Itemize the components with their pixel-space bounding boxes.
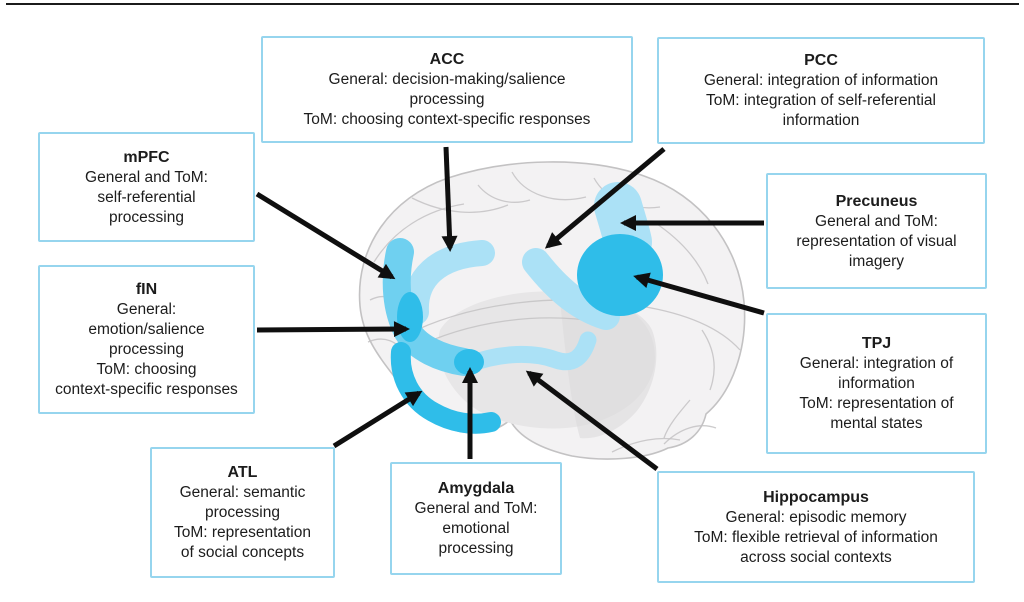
arrows bbox=[255, 146, 765, 471]
arrow-pcc bbox=[544, 147, 666, 249]
cerebellum-line bbox=[611, 437, 681, 453]
brain-sulci bbox=[373, 203, 465, 263]
region-fin-highlight bbox=[397, 292, 423, 342]
brain-sulci bbox=[511, 171, 587, 201]
region-title-mpfc: mPFC bbox=[123, 148, 170, 166]
region-tpj-highlight bbox=[577, 234, 663, 316]
region-title-amygdala: Amygdala bbox=[437, 480, 515, 497]
arrow-atl bbox=[332, 390, 423, 449]
region-pcc-highlight bbox=[522, 248, 620, 330]
region-atl-highlight bbox=[390, 342, 501, 434]
region-title-tpj: TPJ bbox=[861, 335, 892, 352]
label-box-precuneus: Precuneus General and ToM:representation… bbox=[766, 173, 987, 289]
region-title-pcc: PCC bbox=[804, 52, 838, 69]
arrow-hippocampus bbox=[525, 370, 659, 471]
region-title-fin: fIN bbox=[135, 281, 158, 298]
arrow-acc bbox=[441, 146, 458, 252]
region-title-atl: ATL bbox=[227, 464, 258, 481]
top-divider bbox=[6, 3, 1019, 5]
region-title-precuneus: Precuneus bbox=[835, 192, 918, 210]
cerebellum-line bbox=[663, 425, 717, 445]
arrow-fin bbox=[256, 321, 410, 338]
brain-sulci bbox=[477, 184, 531, 203]
arrow-mpfc bbox=[255, 191, 396, 280]
brain-sulci bbox=[701, 329, 715, 391]
region-description-precuneus: General and ToM:representation of visual… bbox=[796, 212, 957, 270]
brain-sulci bbox=[411, 197, 509, 213]
region-title-hippocampus: Hippocampus bbox=[763, 488, 869, 506]
arrow-tpj bbox=[633, 272, 765, 316]
brain-sulci bbox=[663, 399, 691, 439]
region-hippocampus-highlight bbox=[461, 331, 597, 373]
region-title-acc: ACC bbox=[429, 51, 465, 68]
brain-sulci bbox=[653, 221, 709, 285]
